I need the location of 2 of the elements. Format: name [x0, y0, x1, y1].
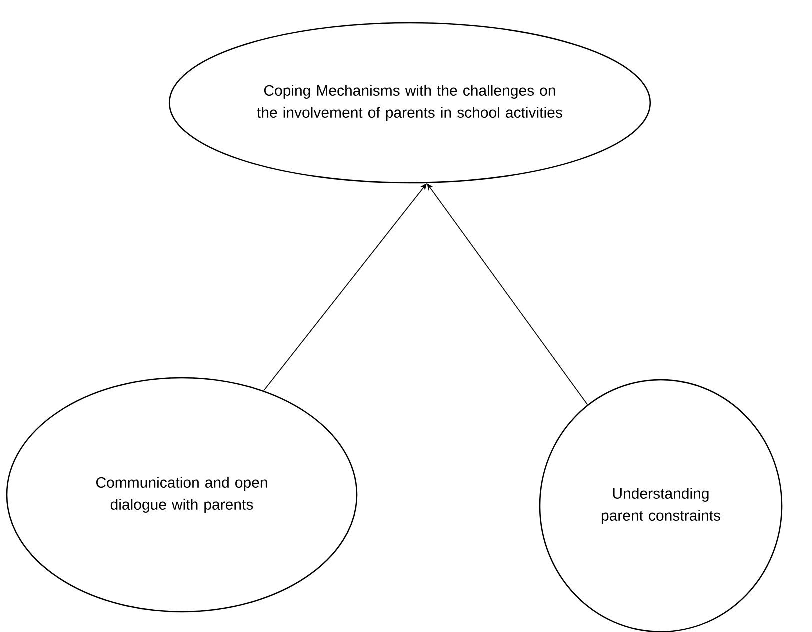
ellipse-node: Communication and open dialogue with parents: [6, 377, 358, 613]
ellipse-node: Coping Mechanisms with the challenges on the involvement of parents in school activities: [168, 22, 652, 184]
